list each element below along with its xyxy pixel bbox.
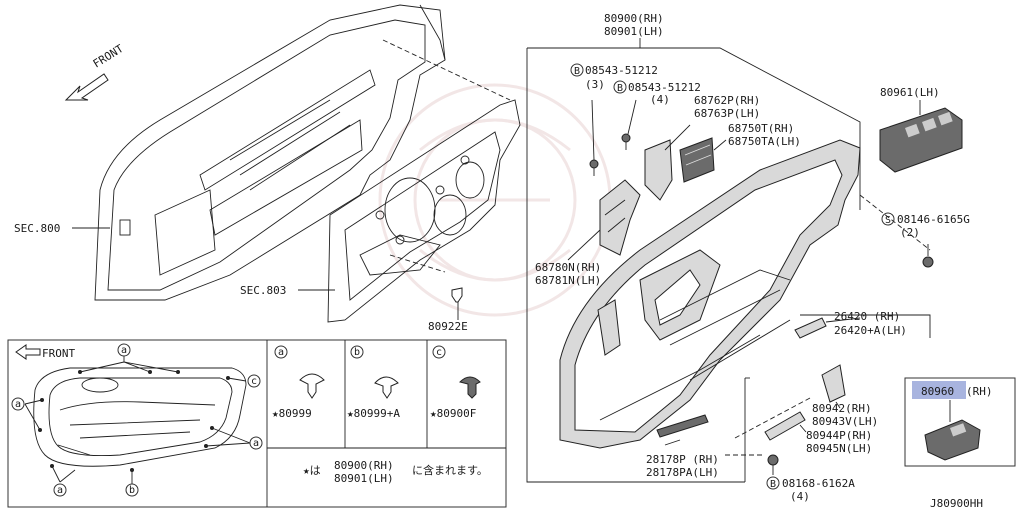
part-08146-number: 08146-6165G bbox=[897, 213, 970, 226]
sec-800-label: SEC.800 bbox=[14, 222, 60, 235]
screw-08543-icon bbox=[589, 133, 631, 176]
callout-b-icon bbox=[570, 63, 584, 77]
part-08543a-number: 08543-51212 bbox=[585, 64, 658, 77]
part-80961-label: 80961(LH) bbox=[880, 86, 940, 99]
legend-c-tag: c bbox=[436, 347, 442, 358]
part-68750-line2: 68750TA(LH) bbox=[728, 135, 801, 148]
part-26420-line1: 26420 (RH) bbox=[834, 310, 900, 323]
inner-panel-outline bbox=[327, 99, 521, 323]
inset-front-arrow-icon bbox=[15, 344, 41, 360]
inset-front-label: FRONT bbox=[42, 347, 75, 360]
legend-a-part: ★80999 bbox=[272, 407, 312, 420]
inset-tag-1: a bbox=[121, 345, 127, 356]
trim-group-frame bbox=[526, 38, 861, 483]
legend-callout-b bbox=[350, 345, 364, 359]
clip-a-icon bbox=[299, 373, 325, 399]
part-68762-line2: 68763P(LH) bbox=[694, 107, 760, 120]
clip-80922e-icon bbox=[451, 287, 463, 310]
part-68780-line2: 68781N(LH) bbox=[535, 274, 601, 287]
part-80900-line2: 80901(LH) bbox=[604, 25, 664, 38]
inset-tag-7: c bbox=[251, 376, 257, 387]
inset-tag-6: b bbox=[129, 485, 135, 496]
part-26420-line2: 26420+A(LH) bbox=[834, 324, 907, 337]
part-80944-line2: 80945N(LH) bbox=[806, 442, 872, 455]
clip-b-icon bbox=[374, 376, 399, 399]
badge-28178-icon bbox=[656, 414, 709, 438]
part-80944-line1: 80944P(RH) bbox=[806, 429, 872, 442]
part-68762-line1: 68762P(RH) bbox=[694, 94, 760, 107]
inset-tag-2: a bbox=[15, 399, 21, 410]
door-trim-panel bbox=[559, 139, 861, 449]
legend-note-prefix: ★は bbox=[303, 464, 321, 477]
part-80960-highlight bbox=[912, 381, 966, 399]
legend-note-line2: 80901(LH) bbox=[334, 472, 394, 485]
pocket-68750-icon bbox=[679, 137, 715, 183]
legend-b-part: ★80999+A bbox=[347, 407, 400, 420]
legend-note-line1: 80900(RH) bbox=[334, 459, 394, 472]
clip-c-icon bbox=[459, 376, 481, 399]
part-80900-line1: 80900(RH) bbox=[604, 12, 664, 25]
part-68750-line1: 68750T(RH) bbox=[728, 122, 794, 135]
callout-b-icon bbox=[766, 476, 780, 490]
part-68780-line1: 68780N(RH) bbox=[535, 261, 601, 274]
front-arrow-icon bbox=[64, 73, 109, 101]
bracket-68780-icon bbox=[599, 179, 641, 256]
part-08543b-qty: (4) bbox=[650, 93, 670, 106]
part-80922e-label: 80922E bbox=[428, 320, 468, 333]
trim-80942-icon bbox=[821, 364, 846, 403]
inset-box bbox=[7, 339, 507, 508]
part-80942-line2: 80943V(LH) bbox=[812, 415, 878, 428]
part-08168-symbol: B bbox=[770, 479, 776, 490]
part-08146-symbol: S bbox=[885, 215, 891, 226]
legend-b-tag: b bbox=[354, 347, 360, 358]
inset-callout-b-bottom bbox=[125, 483, 139, 497]
legend-note-suffix: に含まれます。 bbox=[412, 463, 488, 477]
screw-08168-icon bbox=[767, 454, 779, 475]
callout-b-icon bbox=[613, 80, 627, 94]
part-28178-line1: 28178P (RH) bbox=[646, 453, 719, 466]
strip-80944-icon bbox=[764, 411, 806, 441]
part-80960-side: (RH) bbox=[966, 385, 993, 398]
inset-tag-4: a bbox=[57, 485, 63, 496]
front-label: FRONT bbox=[91, 42, 126, 71]
part-80942-line1: 80942(RH) bbox=[812, 402, 872, 415]
part-08168-qty: (4) bbox=[790, 490, 810, 503]
bracket-68762-icon bbox=[644, 139, 673, 201]
inset-callout-a-top bbox=[117, 343, 131, 357]
screw-08146-icon bbox=[922, 244, 934, 268]
switch-80960-icon bbox=[924, 419, 981, 461]
callout-s-icon bbox=[881, 212, 895, 226]
inset-callout-a-left bbox=[11, 397, 25, 411]
switch-80961-icon bbox=[879, 107, 963, 173]
inset-callout-a-bottom bbox=[53, 483, 67, 497]
part-08146-qty: (2) bbox=[900, 226, 920, 239]
inset-door-trim bbox=[33, 367, 247, 472]
legend-a-tag: a bbox=[278, 347, 284, 358]
legend-c-part: ★80900F bbox=[430, 407, 476, 420]
part-08543a-symbol: B bbox=[574, 66, 580, 77]
legend-callout-c bbox=[432, 345, 446, 359]
part-80960-code: 80960 bbox=[921, 385, 954, 398]
part-08543b-number: 08543-51212 bbox=[628, 81, 701, 94]
part-08543b-symbol: B bbox=[617, 83, 623, 94]
legend-callout-a bbox=[274, 345, 288, 359]
part-08168-number: 08168-6162A bbox=[782, 477, 855, 490]
reflector-26420-icon bbox=[794, 317, 827, 339]
inset-leader-lines bbox=[24, 356, 251, 484]
part-28178-line2: 28178PA(LH) bbox=[646, 466, 719, 479]
inset-callout-c bbox=[247, 374, 261, 388]
part-80960-box bbox=[904, 377, 1016, 467]
part-08543a-qty: (3) bbox=[585, 78, 605, 91]
door-body-outline bbox=[94, 4, 511, 301]
inset-callout-a-right bbox=[249, 436, 263, 450]
sec-803-label: SEC.803 bbox=[240, 284, 286, 297]
inset-tag-3: a bbox=[253, 438, 259, 449]
diagram-code: J80900HH bbox=[930, 497, 983, 510]
